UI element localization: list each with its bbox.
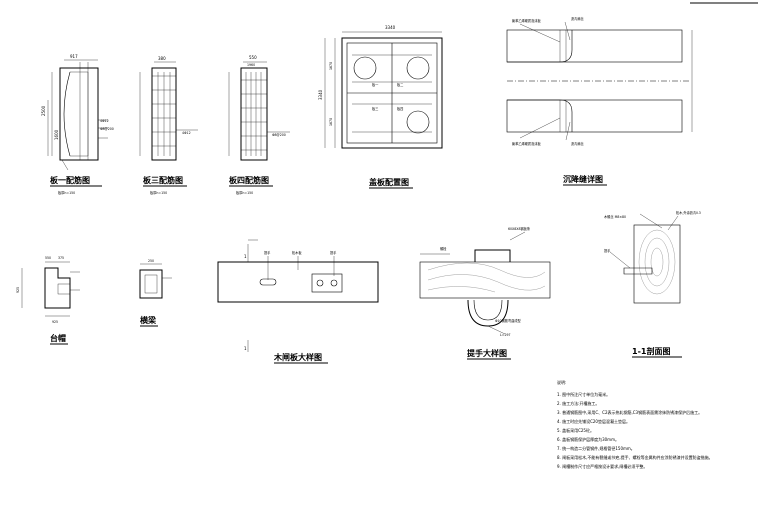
plank-label-c: 提手 (330, 250, 337, 255)
settle-joint-drawing (506, 21, 693, 141)
settle-top-label2: 沥青麻丝 (571, 16, 585, 21)
cover-layout-title: 盖板配置图 (369, 177, 409, 187)
p4-top-dim2: 1960 (247, 63, 255, 67)
beam-drawing (139, 263, 172, 299)
plate4-drawing (228, 61, 290, 161)
plate1-title: 板一配筋图 (50, 175, 90, 185)
settle-joint-title: 沉降缝详图 (563, 174, 603, 184)
plate4-subtitle: 板厚h=150 (236, 190, 253, 195)
plate3-drawing (139, 61, 198, 161)
cover-plate-label-2: 板二 (397, 82, 403, 87)
cover-top-dim: 3340 (385, 25, 396, 30)
handle-left-label: 螺栓 (440, 246, 447, 251)
plate3-title: 板三配筋图 (143, 175, 183, 185)
plate1-subtitle: 板厚h=150 (58, 190, 75, 195)
cover-left-dim1: 1670 (329, 62, 333, 70)
beam-top-dim: 250 (148, 259, 154, 263)
note-item: 9. 闸槽制作尺寸应严格按设计要求,闸槽必须平整。 (557, 463, 647, 469)
p1-top-dim: 917 (70, 54, 78, 59)
cap-left-dim: 925 (16, 287, 20, 293)
cap-top-dim2: 375 (58, 256, 64, 260)
section-label-c: 提手 (604, 248, 611, 253)
cover-layout-drawing (324, 31, 443, 149)
note-item: 2. 施工方法:开槽施工。 (557, 400, 599, 406)
cap-bot-dim: 925 (52, 320, 58, 324)
p3-top-dim: 380 (158, 56, 166, 61)
settle-bot-label: 聚苯乙烯硬质泡沫板 (512, 141, 541, 146)
note-item: 6. 盖板钢筋保护层厚度为30mm。 (557, 436, 619, 442)
wood-plank-title: 木闸板大样图 (273, 352, 322, 362)
p1-left-dim2: 1600 (54, 129, 59, 140)
cover-plate-label-3: 板三 (372, 106, 378, 111)
note-item: 5. 盖板采用C25砼。 (557, 427, 594, 433)
plate4-title: 板四配筋图 (229, 175, 269, 185)
plank-label-a: 提手 (264, 250, 271, 255)
section11-drawing (609, 213, 681, 304)
p1-rebar-a: 4Φ12 (100, 119, 109, 123)
section-label-b: 松木,外涂沥青Ⅱ.3 (676, 210, 701, 215)
cut-mark-top: 1 (244, 254, 247, 259)
handle-bot-label: Φ10钢筋弯曲成型 (495, 318, 522, 323)
cover-plate-label-4: 板四 (397, 106, 403, 111)
settle-bot-label2: 沥青麻丝 (571, 141, 585, 146)
note-item: 1. 图中所注尺寸单位为毫米。 (557, 391, 610, 397)
note-item: 8. 闸板采用松木,不能有裂缝或节疤,提手、螺栓等金属构件应涂防锈漆并设置防盗措… (557, 454, 713, 460)
p4-rebar: Φ8@200 (272, 133, 286, 137)
p1-rebar-b: Φ8@200 (100, 127, 114, 131)
cap-drawing (21, 261, 80, 317)
settle-top-label: 聚苯乙烯硬质泡沫板 (512, 18, 541, 23)
handle-top-label: 60X8X8钢板条 (508, 226, 531, 231)
cover-left-dim2: 1670 (329, 118, 333, 126)
note-item: 3. 普通钢筋图中,采用C、C2表示热轧钢筋,C3钢筋表面需涂抹防锈漆保护后施工… (557, 409, 702, 415)
section-label-a: 木螺丝 M8×80 (604, 214, 626, 219)
plate3-subtitle: 板厚h=150 (150, 190, 167, 195)
p3-rebar: 4Φ12 (182, 131, 191, 135)
plank-label-b: 松木板 (292, 250, 302, 255)
cover-plate-label-1: 板一 (372, 82, 379, 87)
handle-drawing (419, 231, 551, 335)
plate1-drawing (47, 59, 108, 171)
note-item: 4. 施工时应先铺设C20垫层混凝土垫层。 (557, 418, 630, 424)
cap-top-dim1: 550 (45, 256, 51, 260)
section11-title: 1-1剖面图 (632, 346, 670, 356)
cut-mark-bot: 1 (244, 346, 247, 351)
p1-left-dim: 2500 (41, 105, 46, 116)
handle-length: L=297 (500, 333, 511, 337)
note-item: 7. 统一构造二分管钢件,规格管径150mm。 (557, 445, 635, 451)
wood-plank-drawing (217, 239, 379, 352)
p4-top-dim: 550 (249, 55, 257, 60)
cover-left-dim: 3340 (318, 89, 323, 100)
cap-title: 台帽 (50, 333, 66, 343)
beam-title: 横梁 (140, 315, 157, 325)
notes-block: 说明: 1. 图中所注尺寸单位为毫米。 2. 施工方法:开槽施工。 3. 普通钢… (557, 379, 713, 469)
handle-title: 提手大样图 (467, 348, 507, 358)
notes-heading: 说明: (557, 379, 566, 385)
